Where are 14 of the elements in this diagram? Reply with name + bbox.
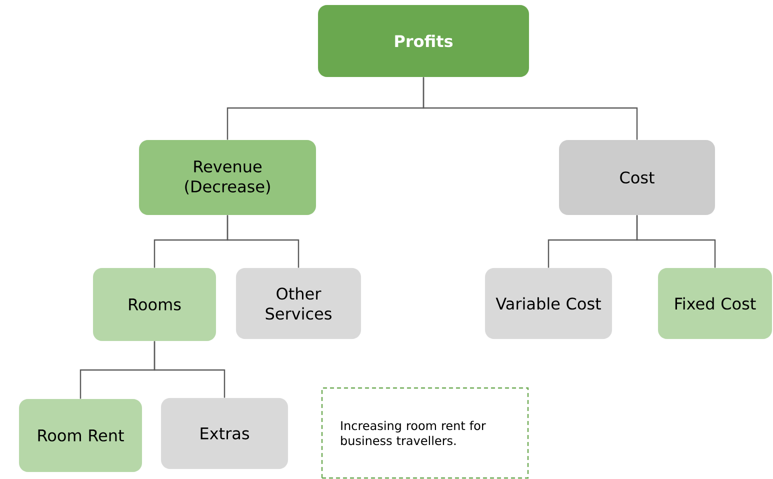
process-box: Profits: [318, 5, 529, 77]
process-box: Extras: [161, 398, 288, 469]
process-box: Fixed Cost: [658, 268, 772, 339]
note-box: Increasing room rent for business travellers.: [321, 387, 529, 479]
connector-line: [636, 215, 716, 268]
process-box: Revenue (Decrease): [139, 140, 316, 215]
process-box: Other Services: [236, 268, 361, 339]
connector-line: [154, 341, 226, 398]
process-box: Rooms: [93, 268, 216, 341]
connector-line: [226, 215, 300, 268]
process-box: Cost: [559, 140, 715, 215]
connector-line: [422, 77, 638, 140]
process-box: Room Rent: [19, 399, 142, 472]
process-box: Variable Cost: [485, 268, 612, 339]
